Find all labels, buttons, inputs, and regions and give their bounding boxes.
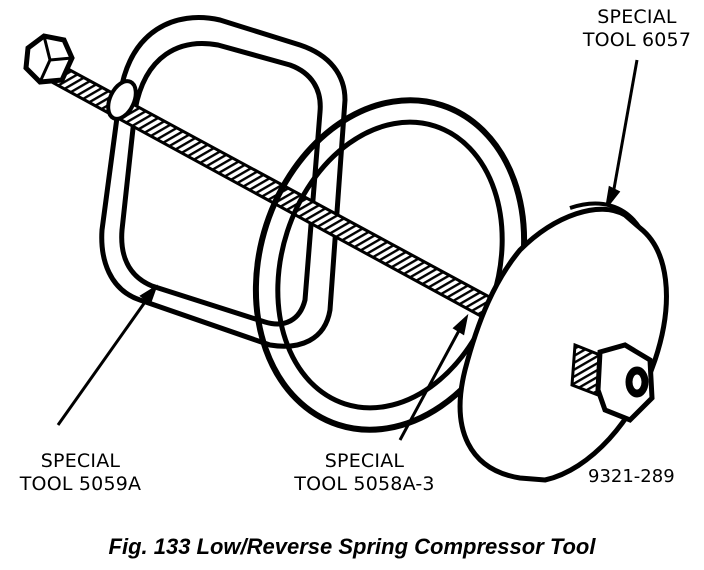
compressor-disc [457, 201, 669, 483]
label-tool-6057: SPECIAL TOOL 6057 [572, 6, 702, 52]
label-tool-5058a3-line2: TOOL 5058A-3 [294, 473, 435, 495]
label-tool-5059a-line1: SPECIAL [40, 450, 121, 472]
cage-frame [99, 15, 348, 349]
label-tool-5059a-line2: TOOL 5059A [19, 473, 142, 495]
leader-lines [56, 59, 639, 441]
label-tool-6057-line1: SPECIAL [597, 6, 677, 28]
label-tool-5058a3-line1: SPECIAL [324, 450, 405, 472]
hex-nut-left [23, 33, 75, 85]
disc-nut [570, 342, 655, 423]
figure-code: 9321-289 [588, 466, 675, 487]
figure-caption: Fig. 133 Low/Reverse Spring Compressor T… [108, 534, 596, 559]
rod-collar [106, 79, 138, 121]
label-tool-6057-line2: TOOL 6057 [582, 29, 692, 51]
label-tool-5058a3: SPECIAL TOOL 5058A-3 [282, 450, 447, 496]
label-tool-5059a: SPECIAL TOOL 5059A [8, 450, 153, 496]
